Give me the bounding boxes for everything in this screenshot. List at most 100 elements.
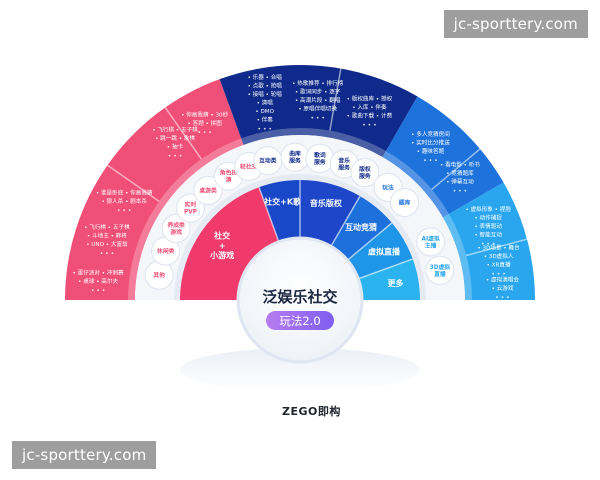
outer-text-line: • 抽卡 <box>167 143 184 151</box>
ring-item-label: 歌词 <box>314 151 326 159</box>
outer-text-line: • 云游戏 <box>492 284 514 292</box>
inner-divider <box>347 222 393 261</box>
outer-text-line: • 伴奏 <box>257 115 274 123</box>
ring-item-circle <box>390 187 420 217</box>
outer-text-line: • 飞行棋 • 五子棋 <box>152 126 198 134</box>
outer-text-line: • 歌词同步 • 逐字 <box>295 88 341 96</box>
inner-sector <box>258 180 300 242</box>
outer-dots: • • • <box>91 288 105 295</box>
outer-text-line: • 热歌推荐 • 排行榜 <box>292 79 343 87</box>
outer-text-line: • 点歌 • 抢唱 <box>248 81 283 89</box>
outer-red-band <box>128 138 244 300</box>
outer-blue-sector <box>382 96 504 218</box>
ring-item-label: 版权 <box>358 165 371 173</box>
outer-text-line: • 虚拟形象 • 捏脸 <box>465 205 511 213</box>
outer-text-line: • 高潮片段 • 翻唱 <box>295 96 341 104</box>
inner-sector-label: 小游戏 <box>209 250 234 260</box>
outer-dots: • • • <box>423 157 437 164</box>
outer-text-line: • 歌曲下载 • 计费 <box>347 112 393 120</box>
outer-dots: • • • <box>453 188 467 195</box>
outer-text-line: • 趣味答题 <box>417 147 445 155</box>
inner-sector <box>300 180 360 247</box>
ring-item-label: 养成类 <box>166 221 185 229</box>
hub-badge-bg <box>266 311 334 330</box>
ring-item-label: 实时 <box>185 201 197 209</box>
ring-item-circle <box>416 227 446 257</box>
ring-item-label: 直播 <box>434 270 446 278</box>
outer-text-line: • 答题 • 拼图 <box>188 119 223 127</box>
ring-item-label: 休闲类 <box>156 247 175 255</box>
outer-text-line: • 清唱 <box>257 98 274 106</box>
outer-dots: • • • <box>168 153 182 160</box>
watermark-bottom: jc-sporttery.com <box>12 441 157 469</box>
outer-dots: • • • <box>310 115 324 122</box>
outer-text-line: • 蛋仔派对 • 冲刺赛 <box>73 269 124 277</box>
outer-divider <box>164 107 202 160</box>
outer-text-line: • 3D虚拟人 <box>484 252 514 260</box>
outer-navy-band <box>241 127 386 158</box>
ring-item-label: 曲库 <box>289 150 301 158</box>
outer-dots: • • • <box>258 126 272 133</box>
center-hub: 泛娱乐社交 玩法2.0 <box>180 236 420 392</box>
hub-title: 泛娱乐社交 <box>262 288 337 306</box>
inner-sector-label: 互动竞猜 <box>345 222 377 232</box>
ring-item-circle <box>350 158 380 188</box>
inner-sector-label: 更多 <box>388 278 404 288</box>
outer-red-sector <box>65 79 244 300</box>
outer-text-line: • 3D场景 • 舞台 <box>477 243 520 251</box>
outer-text-line: • 桌球 • 高尔夫 <box>78 277 118 285</box>
inner-divider <box>258 186 280 242</box>
brand-logo: ZEGO即构 <box>282 405 341 418</box>
outer-text-line: • 看电影 • 听书 <box>440 161 480 169</box>
outer-dots: • • • <box>117 207 131 214</box>
outer-divider <box>431 148 481 191</box>
outer-text-line: • UNO • 大富翁 <box>86 240 128 248</box>
middle-ring-layer: 其他休闲类养成类游戏实时PVP桌游类角色扮演轻社交互动类曲库服务歌词服务音乐服务… <box>135 135 465 300</box>
inner-sector-label: 音乐版权 <box>310 198 343 208</box>
outer-dots: • • • <box>100 250 114 257</box>
ring-item-label: 桌游类 <box>198 186 217 194</box>
ring-item-label: 3D虚拟 <box>430 263 451 271</box>
outer-text-line: • 谁是卧底 • 你画我猜 <box>96 188 153 196</box>
hub-circle <box>236 236 364 364</box>
outer-ring-layer <box>65 64 535 300</box>
outer-text-line: • 乐器 • 合唱 <box>248 73 283 81</box>
outer-dots: • • • <box>362 122 376 129</box>
ring-item-label: 音乐 <box>338 157 350 165</box>
ring-item-label: PVP <box>184 210 198 216</box>
outer-text-line: • 入库 • 伴奏 <box>352 103 387 111</box>
inner-sector-label: 社交 <box>213 231 230 241</box>
outer-text-line: • 实时比分推送 <box>411 138 450 146</box>
outer-text-line: • 飞行棋 • 五子棋 <box>84 223 130 231</box>
inner-sector <box>358 258 420 300</box>
ring-item-label: 其他 <box>153 271 165 279</box>
outer-navy-sector <box>219 64 418 158</box>
ring-item-label: AI虚拟 <box>422 234 440 242</box>
ring-item-circle <box>161 214 191 243</box>
outer-dots: • • • <box>481 241 495 248</box>
outer-divider <box>107 164 160 202</box>
inner-sector-layer: 社交+小游戏社交+K歌音乐版权互动竞猜虚拟直播更多 <box>180 180 420 300</box>
watermark-top: jc-sporttery.com <box>443 10 588 38</box>
ring-item-label: 角色扮 <box>220 169 238 177</box>
outer-text-line: • 版权曲库 • 授权 <box>347 95 393 103</box>
ring-item-label: 玩法 <box>382 183 394 191</box>
inner-sector <box>180 187 279 300</box>
outer-blue-band <box>382 151 449 218</box>
outer-dots: • • • <box>491 271 505 278</box>
outer-dots: • • • <box>197 130 211 137</box>
outer-text-line: • 虚拟演唱会 <box>486 276 519 284</box>
outer-text-line: • 多人竞猜房间 <box>411 130 450 138</box>
ring-item-label: 服务 <box>289 157 301 165</box>
hub-base-shadow <box>180 348 420 392</box>
outer-divider <box>465 238 528 257</box>
inner-sector-label: + <box>219 241 226 250</box>
ring-item-label: 互动类 <box>259 157 277 165</box>
outer-text-line: • 弹幕互动 <box>446 178 474 186</box>
ring-item-label: 演 <box>226 176 232 184</box>
outer-text-line: • 你画我猜 • 30秒 <box>181 111 228 119</box>
ring-item-circle <box>425 255 455 285</box>
outer-ring-text-layer: • 谁是卧底 • 你画我猜• 狼人杀 • 剧本杀• • •• 飞行棋 • 五子棋… <box>73 73 520 302</box>
ring-item-circle <box>175 193 205 223</box>
ring-item-label: 游戏 <box>170 228 182 236</box>
